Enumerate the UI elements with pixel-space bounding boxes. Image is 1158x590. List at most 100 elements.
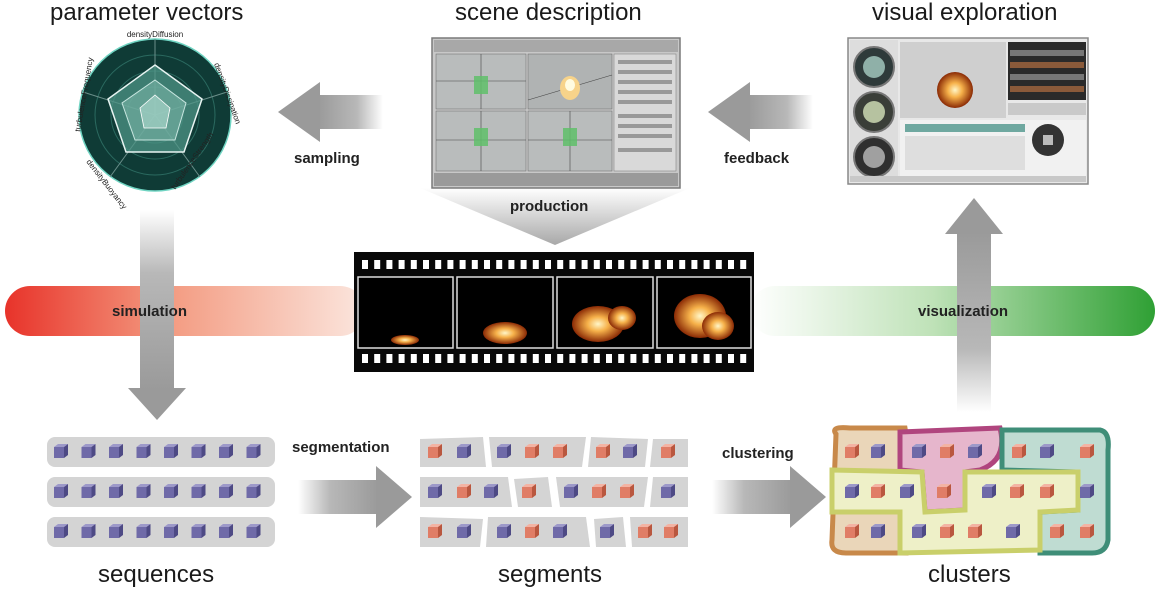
- cube-icon: [661, 444, 675, 458]
- sprocket-hole: [642, 260, 649, 269]
- sprocket-hole: [740, 354, 747, 363]
- arrow-down-simulation: [128, 210, 186, 420]
- sprocket-hole: [728, 260, 734, 269]
- label-production: production: [510, 198, 589, 215]
- sprocket-hole: [618, 354, 625, 363]
- sprocket-hole: [423, 354, 429, 363]
- cube-icon: [191, 484, 206, 498]
- label-visualization: visualization: [918, 303, 1009, 320]
- sprocket-hole: [679, 260, 686, 269]
- cube-icon: [191, 444, 206, 458]
- cube-icon: [912, 524, 926, 538]
- sequences-group: [47, 437, 275, 547]
- sprocket-hole: [398, 260, 405, 269]
- sprocket-hole: [703, 354, 710, 363]
- sprocket-hole: [508, 354, 515, 363]
- sequence-row: [47, 437, 275, 467]
- cube-icon: [968, 444, 982, 458]
- arrow-up-visualization: [945, 198, 1003, 412]
- cube-icon: [164, 484, 178, 498]
- cube-icon: [81, 444, 96, 458]
- sprocket-hole: [471, 260, 478, 269]
- cube-icon: [564, 484, 578, 498]
- cube-icon: [219, 484, 233, 498]
- cube-icon: [553, 444, 567, 458]
- cube-icon: [428, 444, 442, 458]
- sprocket-hole: [435, 260, 442, 269]
- cube-icon: [1012, 444, 1026, 458]
- sprocket-hole: [508, 260, 515, 269]
- cube-icon: [638, 524, 652, 538]
- arrow-feedback: [708, 82, 813, 142]
- cube-icon: [497, 524, 511, 538]
- sprocket-hole: [496, 260, 503, 269]
- cube-icon: [219, 524, 233, 538]
- cube-icon: [845, 444, 859, 458]
- sprocket-hole: [532, 260, 539, 269]
- sprocket-hole: [654, 260, 661, 269]
- cube-icon: [164, 524, 178, 538]
- sprocket-hole: [532, 354, 539, 363]
- cube-icon: [1080, 524, 1094, 538]
- sprocket-hole: [545, 354, 551, 363]
- title-visual-exploration: visual exploration: [872, 0, 1058, 26]
- sprocket-hole: [593, 354, 600, 363]
- sequence-row: [47, 477, 275, 507]
- cube-icon: [1050, 524, 1064, 538]
- title-segments: segments: [498, 561, 603, 588]
- cube-icon: [1080, 444, 1094, 458]
- sprocket-hole: [459, 260, 466, 269]
- cube-icon: [661, 484, 675, 498]
- cube-icon: [600, 524, 614, 538]
- cube-icon: [1006, 524, 1020, 538]
- film-frames: [357, 276, 752, 349]
- sprocket-hole: [679, 354, 686, 363]
- sprocket-hole: [642, 354, 649, 363]
- sprocket-hole: [471, 354, 478, 363]
- cube-icon: [937, 484, 951, 498]
- title-sequences: sequences: [98, 561, 215, 588]
- cube-icon: [136, 444, 151, 458]
- sprocket-hole: [691, 260, 698, 269]
- cube-icon: [219, 444, 233, 458]
- cube-icon: [871, 524, 885, 538]
- sprocket-hole: [374, 354, 381, 363]
- cube-icon: [457, 484, 471, 498]
- cube-icon: [968, 524, 982, 538]
- sprocket-hole: [691, 354, 698, 363]
- sprocket-hole: [520, 260, 527, 269]
- cube-icon: [164, 444, 178, 458]
- cube-icon: [457, 524, 471, 538]
- sprocket-hole: [484, 260, 490, 269]
- cube-icon: [871, 444, 885, 458]
- sprocket-hole: [581, 260, 588, 269]
- cube-icon: [246, 444, 261, 458]
- cube-icon: [457, 444, 471, 458]
- sprocket-hole: [410, 354, 417, 363]
- label-feedback: feedback: [724, 150, 790, 167]
- cube-icon: [191, 524, 206, 538]
- visualization-band: [750, 286, 1155, 336]
- cube-icon: [136, 484, 151, 498]
- sprocket-hole: [569, 260, 576, 269]
- cube-icon: [912, 444, 926, 458]
- sprocket-hole: [435, 354, 442, 363]
- cube-icon: [664, 524, 678, 538]
- sprocket-hole: [740, 260, 747, 269]
- sprocket-hole: [581, 354, 588, 363]
- sprocket-hole: [557, 354, 564, 363]
- cube-icon: [428, 484, 442, 498]
- sprocket-hole: [398, 354, 405, 363]
- cube-icon: [522, 484, 536, 498]
- cube-icon: [109, 524, 123, 538]
- radar-axis-label: densityDiffusion: [127, 30, 183, 39]
- sprocket-hole: [374, 260, 381, 269]
- title-clusters: clusters: [928, 561, 1011, 588]
- sprocket-hole: [362, 354, 368, 363]
- sprocket-hole: [618, 260, 625, 269]
- cube-icon: [484, 484, 498, 498]
- cube-icon: [246, 524, 261, 538]
- cube-icon: [845, 484, 859, 498]
- sprocket-hole: [606, 354, 612, 363]
- sprocket-hole: [630, 354, 637, 363]
